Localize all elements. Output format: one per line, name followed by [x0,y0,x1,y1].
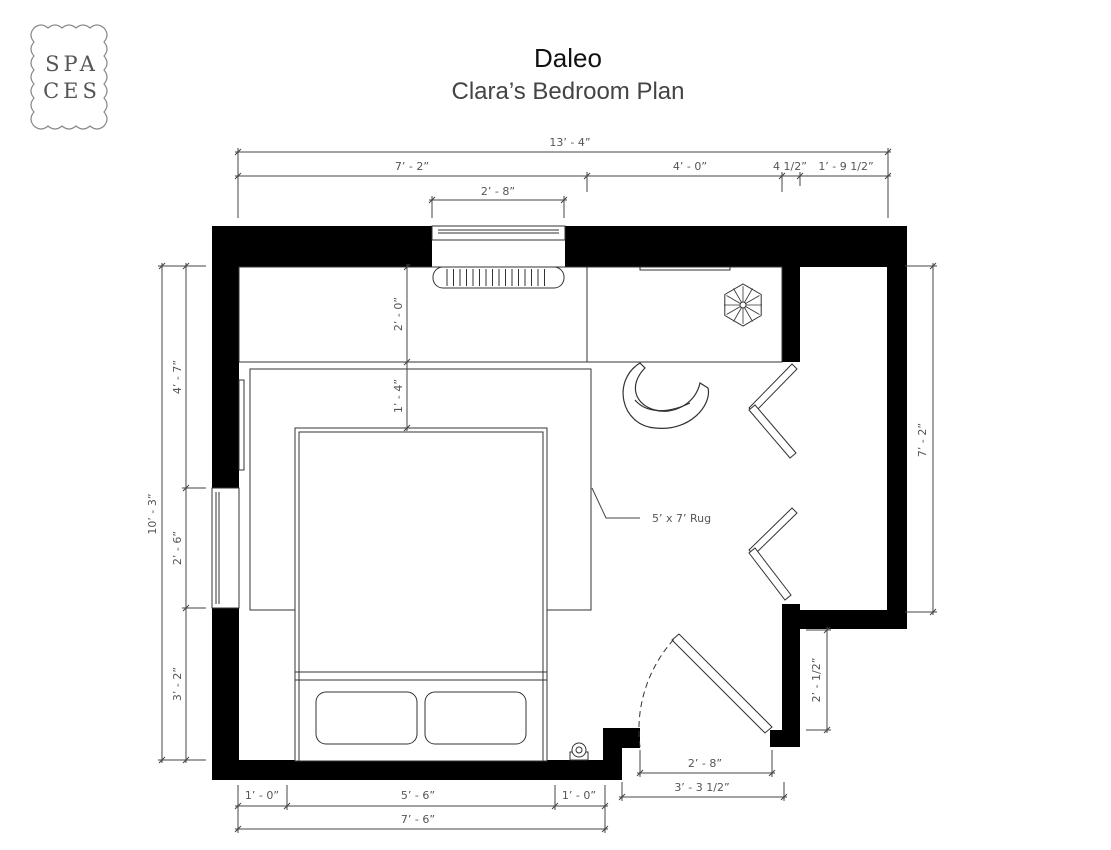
dim-left-lower: 3’ - 2” [171,667,184,701]
rug-callout-line [591,487,640,519]
wall-left-upper [212,226,239,488]
dim-top-small: 4 1/2” [773,160,807,173]
dim-bottom-total: 7’ - 6” [401,813,435,826]
wall-bottom [212,760,622,780]
top-window [431,225,566,241]
wall-door-jamb-right [770,730,800,747]
dim-top-left: 7’ - 2” [395,160,429,173]
dim-top-mid: 4’ - 0” [673,160,707,173]
wall-top-right [565,226,907,267]
dim-top-right: 1’ - 9 1/2” [818,160,873,173]
dimension-labels: 13’ - 4” 7’ - 2” 4’ - 0” 4 1/2” 1’ - 9 1… [146,136,929,826]
wall-notch-vertical [782,604,800,747]
dim-tick [403,424,411,432]
page-title: Daleo [534,43,602,73]
wall-top-left [212,226,432,267]
wall-light [238,379,245,471]
dim-desk-depth: 2’ - 0” [392,297,405,331]
dim-left-window: 2’ - 6” [171,531,184,565]
left-window [211,487,240,609]
logo-line-2: CES [43,79,101,103]
spaces-logo: SPA CES [30,24,108,130]
dim-tick [403,358,411,366]
wall-door-jamb-left-drop [603,728,622,780]
wall-notch-horizontal [782,610,907,629]
rug-label: 5’ x 7’ Rug [652,512,711,525]
dim-bottom-left: 1’ - 0” [245,789,279,802]
dim-notch: 2’ - 1/2” [810,658,823,703]
dim-bottom-bed: 5’ - 6” [401,789,435,802]
logo-scalloped-frame [30,24,108,130]
dim-bottom-right: 1’ - 0” [562,789,596,802]
walls [212,226,907,780]
radiator [432,266,565,289]
logo-line-1: SPA [45,52,99,76]
dim-door-inner: 2’ - 8” [688,757,722,770]
pillow-right [424,691,527,745]
dim-top-total: 13’ - 4” [549,136,590,149]
bed [294,427,548,762]
wall-right-outer [887,226,907,629]
dim-window-top: 2’ - 8” [481,185,515,198]
dim-bed-gap: 1’ - 4” [392,379,405,413]
dim-tick [403,263,411,271]
entry-door [638,633,773,748]
lamp-icon [569,742,589,761]
closet-doors [748,363,798,601]
page-subtitle: Clara’s Bedroom Plan [451,78,684,105]
dimension-lines [158,148,937,833]
plant-icon [724,283,762,327]
dim-closet-height: 7’ - 2” [916,423,929,457]
wall-left-lower [212,608,239,780]
desk-chair [622,362,710,429]
dim-left-upper: 4’ - 7” [171,360,184,394]
dim-left-total: 10’ - 3” [146,493,159,534]
wall-closet-divider [782,267,800,362]
pillow-left [315,691,418,745]
dim-door-outer: 3’ - 3 1/2” [674,781,729,794]
